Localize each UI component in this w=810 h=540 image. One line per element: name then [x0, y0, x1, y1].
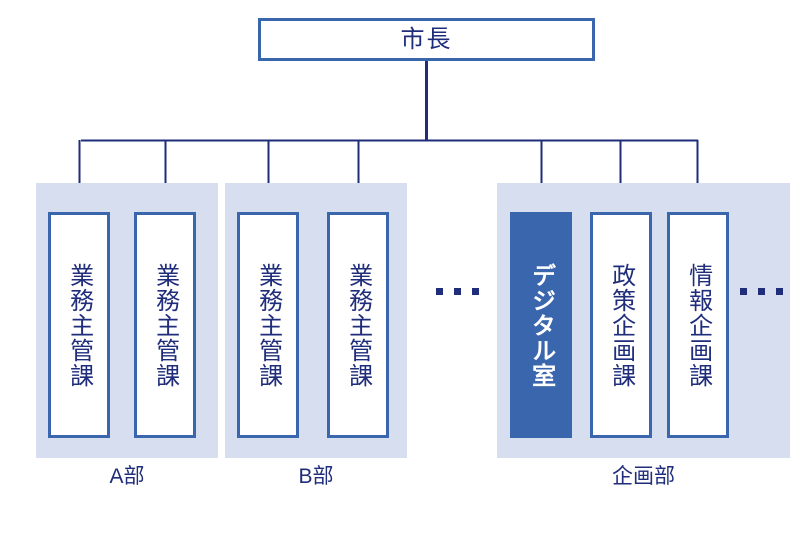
root-node-label: 市長: [400, 25, 453, 53]
unit-box-b-2[interactable]: 業務主管課: [327, 212, 389, 438]
unit-box-label: 業務主管課: [65, 262, 93, 388]
unit-box-label: 政策企画課: [607, 262, 635, 388]
ellipsis-dot: [740, 288, 747, 295]
unit-box-seisaku-kikakuka[interactable]: 政策企画課: [590, 212, 652, 438]
unit-box-b-1[interactable]: 業務主管課: [237, 212, 299, 438]
group-label-kikakubu: 企画部: [612, 465, 675, 488]
root-node-mayor[interactable]: 市長: [258, 18, 595, 61]
unit-box-a-2[interactable]: 業務主管課: [134, 212, 196, 438]
ellipsis-dot: [776, 288, 783, 295]
group-label-b: B部: [298, 465, 334, 488]
ellipsis-dot: [454, 288, 461, 295]
unit-box-label: 業務主管課: [254, 262, 282, 388]
unit-box-a-1[interactable]: 業務主管課: [48, 212, 110, 438]
ellipsis-dot: [436, 288, 443, 295]
unit-box-digital-shitsu[interactable]: デジタル室: [510, 212, 572, 438]
ellipsis-dot: [758, 288, 765, 295]
ellipsis-between-groups: [436, 288, 479, 295]
unit-box-label: デジタル室: [527, 262, 555, 388]
unit-box-label: 業務主管課: [151, 262, 179, 388]
unit-box-label: 業務主管課: [344, 262, 372, 388]
unit-box-joho-kikakuka[interactable]: 情報企画課: [667, 212, 729, 438]
unit-box-label: 情報企画課: [684, 262, 712, 388]
group-label-a: A部: [109, 465, 145, 488]
ellipsis-dot: [472, 288, 479, 295]
ellipsis-kikakubu-trailing: [740, 288, 783, 295]
